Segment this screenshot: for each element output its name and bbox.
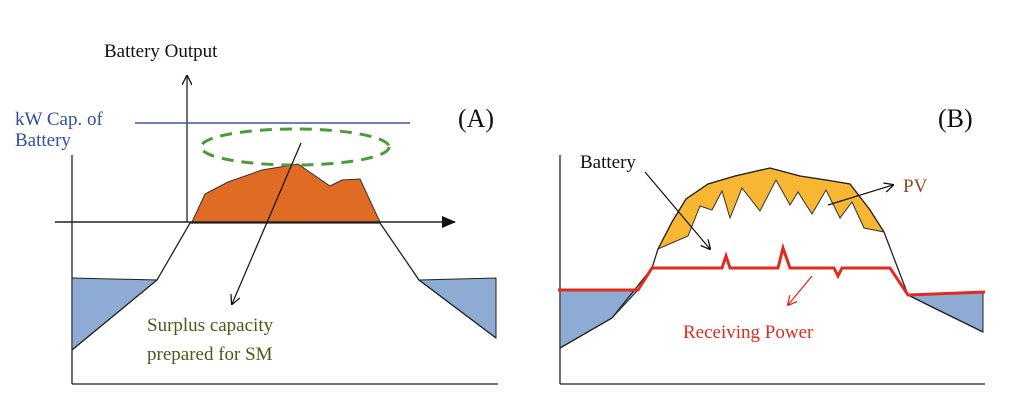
panel-b-label: (B) — [938, 104, 973, 133]
panel-b-pv-label: PV — [903, 176, 928, 197]
panel-b-pv-arrow — [827, 185, 893, 206]
panel-a-annotation-arrow — [232, 142, 302, 304]
panel-b-pv-area — [656, 167, 886, 251]
panel-a-annotation-2: prepared for SM — [147, 344, 273, 365]
panel-b: (B) Battery PV Receiving Power — [558, 104, 986, 385]
panel-a-orange-area — [191, 163, 381, 223]
panel-a-annotation-1: Surplus capacity — [147, 315, 274, 336]
panel-b-left-blue-area — [559, 289, 640, 349]
panel-a-load-curve — [71, 222, 497, 351]
panel-b-receiving-line — [558, 242, 986, 297]
panel-a-surplus-ellipse — [199, 127, 391, 167]
panel-b-receiving-label: Receiving Power — [683, 322, 814, 343]
panel-b-load-curve — [559, 167, 984, 349]
panel-a-label: (A) — [458, 104, 494, 133]
panel-a: Battery Output kW Cap. of Battery (A) Su… — [15, 41, 498, 385]
panel-a-axis-label: Battery Output — [104, 41, 218, 62]
panel-a-capacity-label-1: kW Cap. of — [15, 109, 103, 130]
panel-b-battery-arrow — [644, 171, 710, 249]
panel-a-capacity-label-2: Battery — [15, 130, 71, 151]
panel-b-battery-label: Battery — [580, 152, 636, 173]
panel-b-receiving-arrow — [788, 275, 813, 305]
